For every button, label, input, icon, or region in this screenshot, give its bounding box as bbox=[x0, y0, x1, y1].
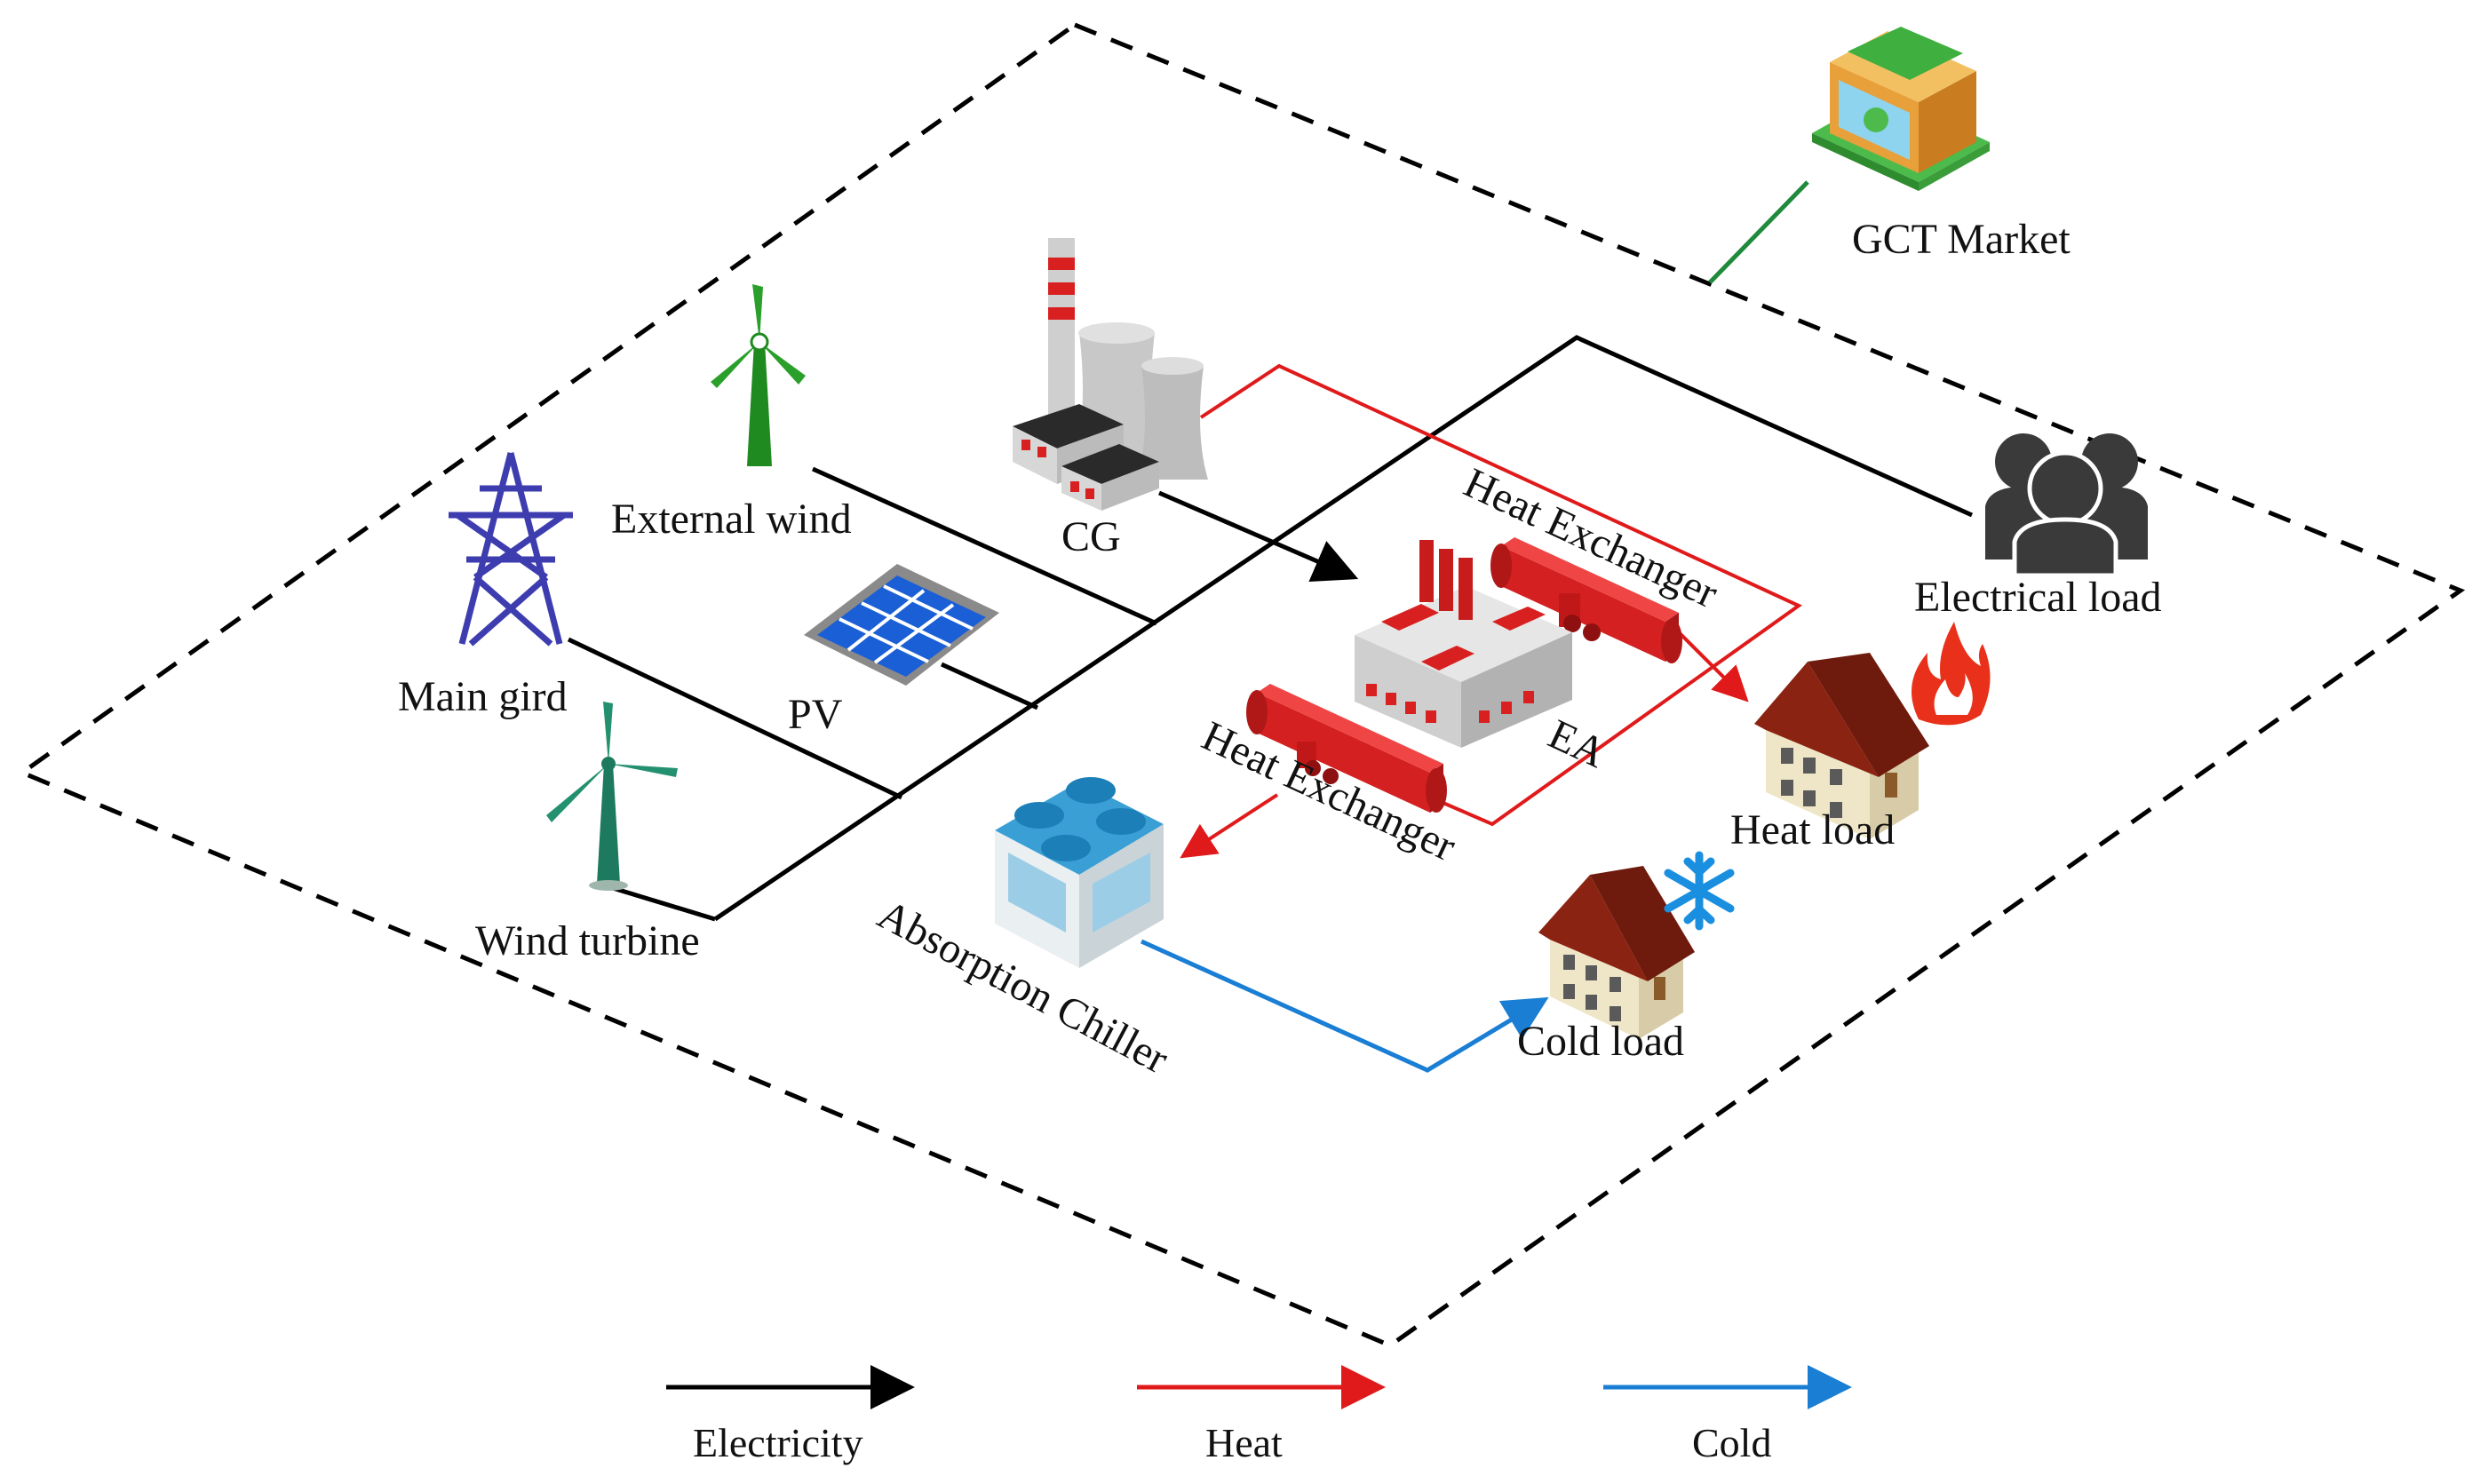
cg-to-ea-line bbox=[1158, 490, 1359, 583]
cg-heat-loop-line bbox=[1199, 363, 1802, 827]
external-wind-label: External wind bbox=[611, 496, 852, 543]
cold-load-label: Cold load bbox=[1517, 1018, 1684, 1065]
heat-exchanger-to-chiller-line bbox=[1180, 793, 1279, 859]
market-link-line bbox=[1708, 180, 1809, 284]
legend-cold-label: Cold bbox=[1692, 1420, 1771, 1465]
flame-icon bbox=[1912, 622, 1991, 726]
system-boundary bbox=[17, 22, 2466, 1348]
legend-electricity-label: Electricity bbox=[693, 1420, 863, 1465]
house-icon bbox=[1754, 653, 1929, 839]
wind-turbine-icon bbox=[711, 284, 806, 466]
people-icon bbox=[1985, 433, 2148, 578]
gct-market-label: GCT Market bbox=[1852, 216, 2071, 263]
heat-network bbox=[1180, 363, 1802, 859]
legend-heat-label: Heat bbox=[1205, 1420, 1283, 1465]
heat-exchanger-to-heat-load-line bbox=[1668, 622, 1749, 702]
pv-feeder bbox=[940, 662, 1039, 710]
heat-load-label: Heat load bbox=[1730, 806, 1895, 853]
wind-turbine-icon bbox=[546, 702, 678, 891]
electrical-load-label: Electrical load bbox=[1914, 574, 2162, 621]
main-grid-label: Main gird bbox=[398, 673, 568, 720]
shop-icon bbox=[1812, 27, 1990, 191]
heat-exchanger-icon bbox=[1246, 684, 1447, 813]
electric-bus-line bbox=[713, 335, 1974, 922]
wind-turbine-feeder bbox=[612, 885, 716, 922]
power-plant-icon bbox=[1013, 238, 1208, 511]
electricity-network bbox=[567, 335, 1974, 922]
house-icon bbox=[1538, 866, 1695, 1039]
transmission-tower-icon bbox=[449, 452, 573, 647]
snowflake-icon bbox=[1664, 851, 1735, 931]
chiller-icon bbox=[995, 777, 1164, 968]
main-grid-feeder bbox=[567, 637, 903, 800]
pv-label: PV bbox=[788, 691, 843, 738]
chiller-to-cold-load-line bbox=[1140, 939, 1549, 1073]
ea-label: EA bbox=[1541, 710, 1613, 777]
heat-exchanger-icon bbox=[1490, 537, 1682, 663]
wind-turbine-label: Wind turbine bbox=[475, 917, 700, 964]
cg-label: CG bbox=[1061, 513, 1121, 560]
solar-panel-icon bbox=[804, 564, 999, 686]
factory-icon bbox=[1355, 540, 1572, 748]
external-wind-feeder bbox=[811, 466, 1158, 626]
legend: Electricity Heat Cold bbox=[666, 1365, 1852, 1465]
